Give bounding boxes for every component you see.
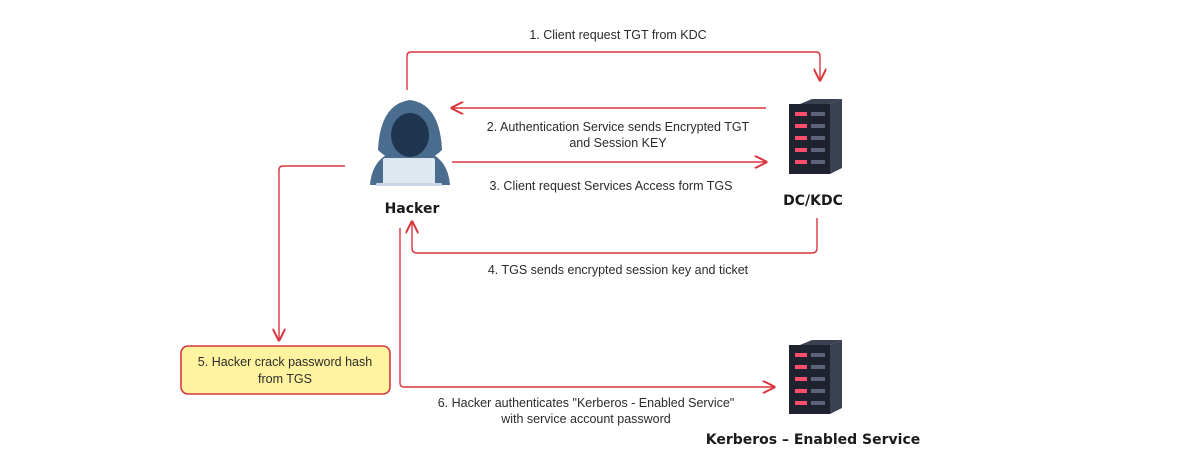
step-3-label: 3. Client request Services Access form T…: [490, 179, 733, 193]
server-led: [795, 160, 807, 164]
server-led: [795, 377, 807, 381]
step-5-label-line2: from TGS: [258, 372, 312, 386]
crack-hash-note: 5. Hacker crack password hash from TGS: [180, 345, 391, 395]
arrow-step-5: [279, 165, 345, 340]
hooded-hacker-icon: [370, 100, 450, 186]
server-led: [795, 136, 807, 140]
dc-kdc-label: DC/KDC: [783, 193, 843, 209]
step-6-label-line1: 6. Hacker authenticates "Kerberos - Enab…: [438, 396, 735, 410]
dc-server-icon: [789, 99, 842, 174]
server-led: [795, 389, 807, 393]
server-vent: [811, 148, 825, 152]
server-led: [795, 112, 807, 116]
server-vent: [811, 124, 825, 128]
step-2-label-line2: and Session KEY: [569, 136, 667, 150]
arrow-step-1: [406, 51, 820, 90]
server-vent: [811, 112, 825, 116]
arrow-step-4: [412, 218, 818, 254]
server-led: [795, 365, 807, 369]
step-5-label-line1: 5. Hacker crack password hash: [198, 355, 372, 369]
step-1-label: 1. Client request TGT from KDC: [529, 28, 706, 42]
server-vent: [811, 389, 825, 393]
step-4-label: 4. TGS sends encrypted session key and t…: [488, 263, 749, 277]
server-led: [795, 148, 807, 152]
service-server-icon: [789, 340, 842, 414]
server-vent: [811, 377, 825, 381]
step-2-label-line1: 2. Authentication Service sends Encrypte…: [487, 120, 750, 134]
kerberos-service-label: Kerberos – Enabled Service: [706, 432, 921, 448]
server-vent: [811, 365, 825, 369]
arrow-step-6: [399, 228, 774, 387]
step-6-label-line2: with service account password: [500, 412, 671, 426]
server-vent: [811, 353, 825, 357]
server-led: [795, 124, 807, 128]
server-led: [795, 353, 807, 357]
hacker-label: Hacker: [385, 201, 440, 217]
server-vent: [811, 160, 825, 164]
server-led: [795, 401, 807, 405]
server-vent: [811, 401, 825, 405]
server-vent: [811, 136, 825, 140]
